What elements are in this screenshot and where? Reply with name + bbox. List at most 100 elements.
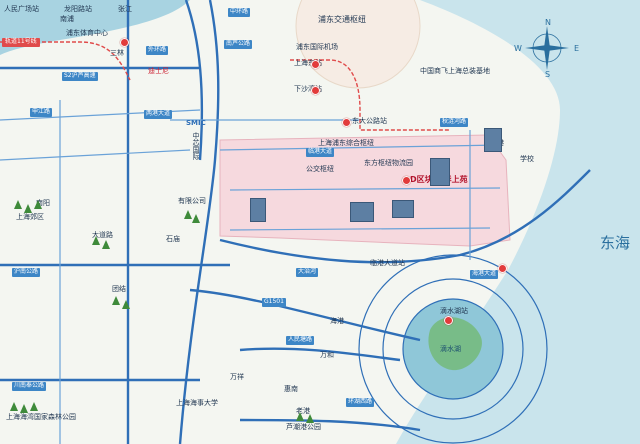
tree-icon [192,214,200,223]
lake-island [428,317,482,371]
tree-icon [306,414,314,423]
building-icon [430,158,450,186]
label-sea: 东海 [600,234,631,252]
tree-icon [184,210,192,219]
label-shanghai-university: 上海海事大学 [176,399,218,407]
compass-e: E [574,44,580,53]
road-diag3 [239,347,401,362]
airport-hub-circle [295,0,421,89]
label-top-nanpu: 南浦 [60,15,74,23]
label-sanlin: 三林 [110,49,124,57]
label-luchaogang: 芦潮港公园 [286,423,321,431]
metro-pin-icon[interactable] [498,264,507,273]
road-minor3 [0,149,191,161]
road-v1 [178,0,220,444]
label-laoguang: 老港 [296,407,310,415]
label-tuanjie: 团结 [112,285,126,293]
ring-outer [358,254,548,444]
label-dishui-station: 滴水湖站 [440,307,468,315]
sea-area [380,0,640,444]
label-nanyang: 南阳 [36,199,50,207]
label-shanghai-pudong-hub: 上海浦东综合枢纽 [318,139,374,147]
metro-line1 [0,41,131,81]
label-haigang: 海港 [330,317,344,325]
label-wanxiang: 万祥 [230,373,244,381]
label-top-district-mid: 龙阳路站 [64,5,92,13]
tree-icon [10,402,18,411]
tree-icon [122,300,130,309]
road-tag-10: 环湖西路 [346,398,375,407]
road-tag-6: 川南奉公路 [12,382,47,391]
compass-n: N [545,18,551,27]
road-tag-11: 临港大道 [306,148,335,157]
building-icon [350,202,374,222]
building-icon [484,128,502,152]
compass-s: S [545,70,551,79]
label-youxiao: 有限公司 [178,197,206,205]
road-diag2 [189,288,421,342]
compass-w: W [514,44,522,53]
tree-icon [296,412,304,421]
tree-icon [14,200,22,209]
road-tag-9: 人民塘路 [286,336,315,345]
road-minor6 [229,187,501,191]
tree-icon [20,404,28,413]
road-minor7 [229,227,491,231]
label-lingang-station: 临港大道站 [370,259,405,267]
label-shanghai-east: 上海东站 [294,59,322,67]
label-disney: 迪士尼 [148,67,169,75]
road-tag-3: 两港大道 [144,110,173,119]
building-icon [250,198,266,222]
road-diag1 [219,169,591,264]
road-tag-4: 申江路 [30,108,53,117]
metro-pin-icon[interactable] [120,38,129,47]
label-comac: 中国商飞上海总装基地 [420,67,490,75]
road-minor5 [219,144,501,151]
label-guangfu: 公交枢纽 [306,165,334,173]
label-shanghai-park: 上海郊区 [16,213,44,221]
label-school: 学校 [520,155,534,163]
label-smic: SMIC [186,119,206,127]
label-shimiao: 石庙 [166,235,180,243]
tree-icon [112,296,120,305]
road-v3 [184,0,204,161]
label-east-sports: 浦东体育中心 [66,29,108,37]
road-tag-8: G1501 [262,298,286,307]
building-icon [392,200,414,218]
label-dadao: 大道路 [92,231,113,239]
label-xiashawan: 下沙湾站 [294,85,322,93]
ring-mid [382,278,524,420]
road-tag-7: 大治河 [296,268,319,277]
label-zhongxin-guoji: 中芯国际 [192,132,200,160]
metro-pin-icon[interactable] [311,60,320,69]
label-dongda-station: 东大公路站 [352,117,387,125]
label-top-district-left: 人民广场站 [4,5,39,13]
tree-icon [92,236,100,245]
tree-icon [24,204,32,213]
road-tag-14: 秋涟河路 [440,118,469,127]
metro-pin-icon[interactable] [342,118,351,127]
metro-line2 [290,59,450,131]
label-pudong-airport-hub: 浦东交通枢纽 [318,15,366,24]
label-dongfang-hub: 东方枢纽物流园 [364,159,413,167]
tree-icon [34,200,42,209]
label-nanhui-forest: 上海海湾国家森林公园 [6,413,76,421]
metro-pin-icon[interactable] [311,86,320,95]
road-tag-12: 海港大道 [470,270,499,279]
label-huinan: 惠南 [284,385,298,393]
metro-11-tag: 轨道11号线 [2,38,40,47]
project-pin-icon[interactable] [402,176,411,185]
label-wanghe: 万和 [320,351,334,359]
road-tag-0: 中环路 [228,8,251,17]
road-tag-13: 南芦公路 [224,40,253,49]
road-tag-1: 外环路 [146,46,169,55]
label-top-zhangjiang: 张江 [118,5,132,13]
river-area [0,0,190,55]
road-tag-2: S2沪芦高速 [62,72,98,81]
label-airport-ring: 浦东国际机场 [296,43,338,51]
label-dishui-lake: 滴水湖 [440,345,461,353]
metro-pin-icon[interactable] [444,316,453,325]
compass-rose [525,26,569,70]
tree-icon [102,240,110,249]
